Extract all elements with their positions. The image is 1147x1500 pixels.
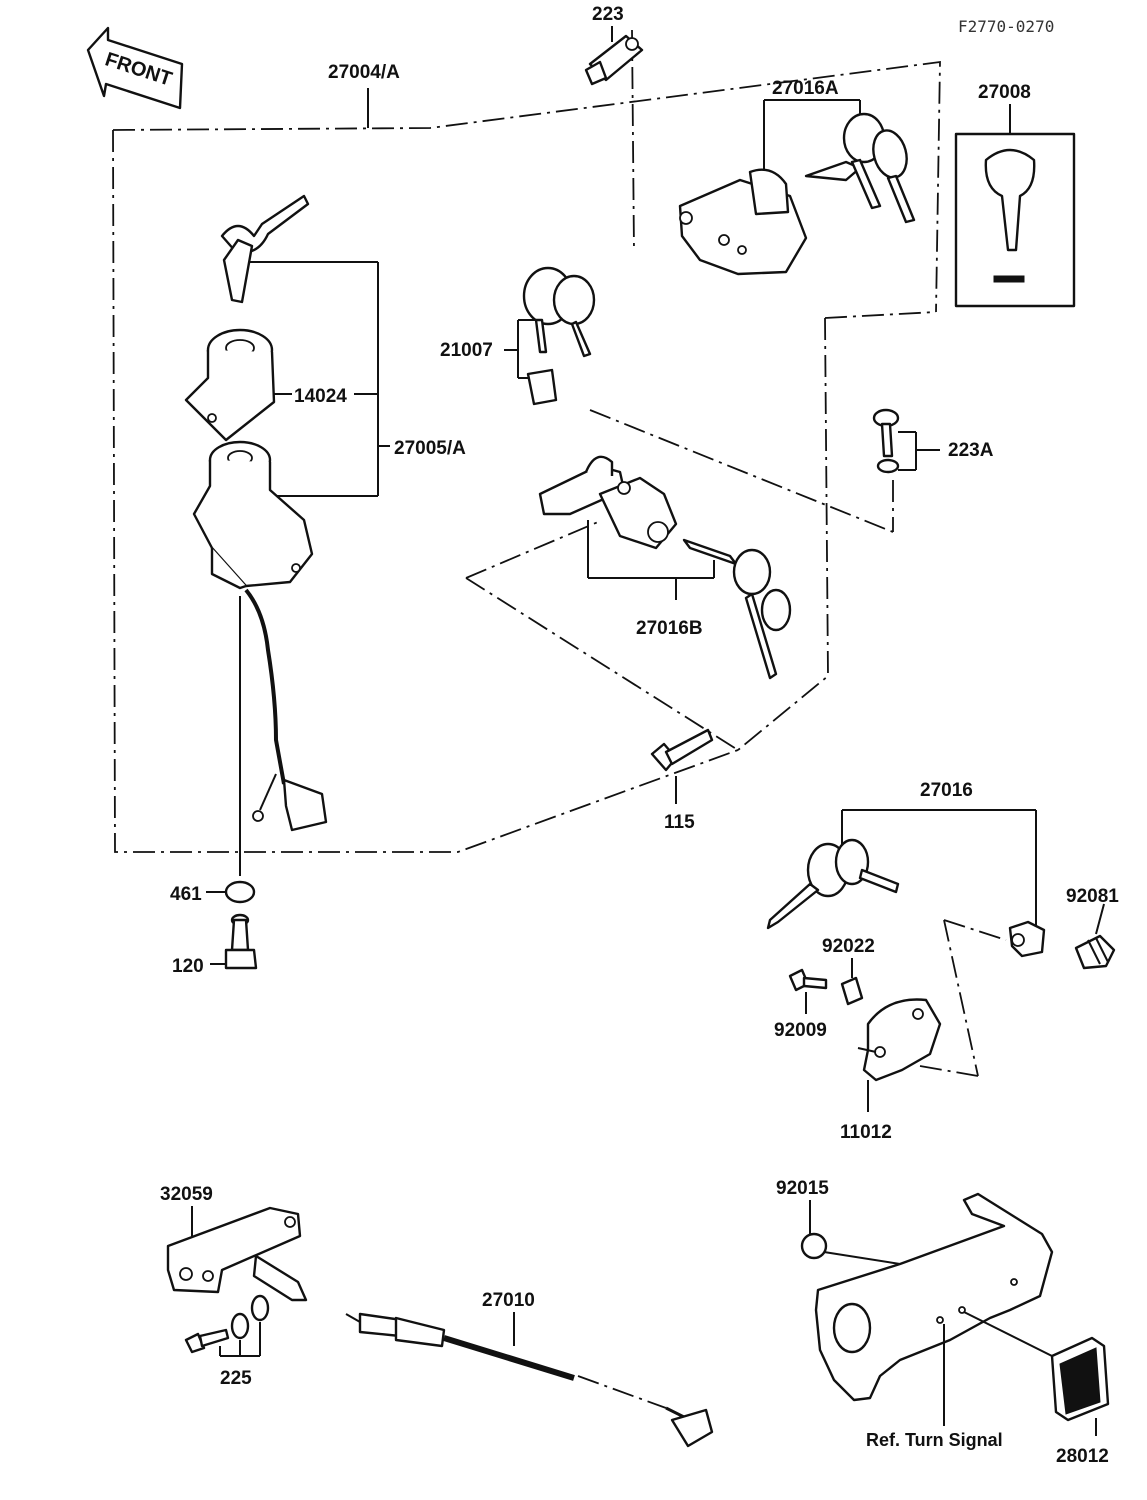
label-14024: 14024 — [294, 386, 347, 407]
label-21007: 21007 — [440, 340, 493, 361]
part-92022-nut — [840, 958, 864, 1006]
label-461: 461 — [170, 884, 202, 905]
label-92081: 92081 — [1066, 886, 1119, 907]
part-21007-keys — [504, 266, 596, 406]
label-223: 223 — [592, 4, 624, 25]
part-461-washer — [206, 596, 256, 904]
label-92022: 92022 — [822, 936, 875, 957]
part-120-bolt — [210, 913, 258, 970]
part-28012-reflector — [1050, 1336, 1110, 1436]
part-27016A-lock — [678, 99, 916, 276]
label-27016B: 27016B — [636, 618, 703, 639]
part-223A-screw — [872, 408, 940, 474]
label-27016: 27016 — [920, 780, 973, 801]
assembly-boundary-27004A — [112, 29, 941, 853]
part-27010-cable — [345, 1312, 714, 1448]
part-27008-key-card — [954, 104, 1076, 308]
label-92009: 92009 — [774, 1020, 827, 1041]
part-ignition-switch — [184, 194, 390, 832]
part-11012-plate — [857, 998, 942, 1112]
label-223A: 223A — [948, 440, 994, 461]
part-27016-lock-set — [766, 809, 1116, 1077]
part-92009-screw — [788, 968, 828, 1014]
label-115: 115 — [664, 812, 695, 833]
label-32059: 32059 — [160, 1184, 213, 1205]
label-225: 225 — [220, 1368, 252, 1389]
label-28012: 28012 — [1056, 1446, 1109, 1467]
label-27010: 27010 — [482, 1290, 535, 1311]
part-223-screw — [584, 26, 644, 86]
front-arrow: FRONT — [86, 26, 184, 110]
part-115-bolt — [650, 728, 714, 804]
label-27005A: 27005/A — [394, 438, 466, 459]
part-225-bolt-set — [184, 1294, 270, 1357]
label-27008: 27008 — [978, 82, 1031, 103]
part-27016B-seat-lock — [538, 455, 792, 680]
part-labels: 223 27004/A 27016A 27008 21007 14024 270… — [160, 4, 1119, 1467]
part-frame-bracket — [800, 1192, 1061, 1426]
label-92015: 92015 — [776, 1178, 829, 1199]
label-120: 120 — [172, 956, 204, 977]
label-27004A: 27004/A — [328, 62, 400, 83]
label-ref-turn-signal: Ref. Turn Signal — [866, 1430, 1003, 1450]
part-32059-bracket — [166, 1206, 308, 1302]
label-27016A: 27016A — [772, 78, 839, 99]
label-11012: 11012 — [840, 1122, 892, 1143]
diagram-code: F2770-0270 — [958, 17, 1054, 36]
